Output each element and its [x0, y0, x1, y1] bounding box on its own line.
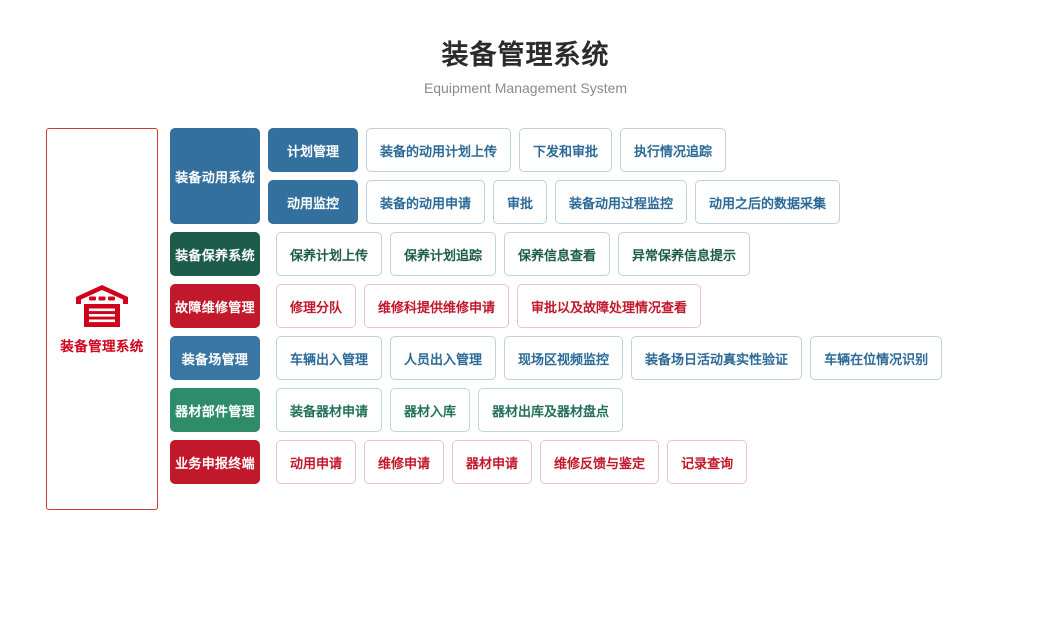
module-cell[interactable]: 车辆在位情况识别 [810, 336, 943, 380]
cell-list: 装备器材申请 器材入库 器材出库及器材盘点 [268, 388, 624, 432]
group-label-equipment-dispatch[interactable]: 装备动用系统 [170, 128, 260, 224]
subrow-fault-repair: 修理分队 维修科提供维修申请 审批以及故障处理情况查看 [268, 284, 702, 328]
module-cell[interactable]: 维修科提供维修申请 [364, 284, 510, 328]
module-cell[interactable]: 现场区视频监控 [504, 336, 624, 380]
module-cell[interactable]: 记录查询 [667, 440, 748, 484]
subrow-plan-management: 计划管理 装备的动用计划上传 下发和审批 执行情况追踪 [268, 128, 840, 172]
module-cell[interactable]: 维修反馈与鉴定 [540, 440, 660, 484]
module-cell[interactable]: 维修申请 [364, 440, 445, 484]
group-rows: 车辆出入管理 人员出入管理 现场区视频监控 装备场日活动真实性验证 车辆在位情况… [268, 336, 943, 380]
module-cell[interactable]: 装备场日活动真实性验证 [631, 336, 803, 380]
group-label-business-declaration-terminal[interactable]: 业务申报终端 [170, 440, 260, 484]
group-parts-management: 器材部件管理 装备器材申请 器材入库 器材出库及器材盘点 [170, 388, 942, 432]
cell-list: 动用申请 维修申请 器材申请 维修反馈与鉴定 记录查询 [268, 440, 748, 484]
module-cell[interactable]: 下发和审批 [519, 128, 613, 172]
cell-list: 保养计划上传 保养计划追踪 保养信息查看 异常保养信息提示 [268, 232, 751, 276]
group-label-equipment-maintenance[interactable]: 装备保养系统 [170, 232, 260, 276]
module-cell[interactable]: 装备动用过程监控 [555, 180, 688, 224]
module-cell[interactable]: 装备的动用申请 [366, 180, 486, 224]
cell-list: 车辆出入管理 人员出入管理 现场区视频监控 装备场日活动真实性验证 车辆在位情况… [268, 336, 943, 380]
cell-list: 修理分队 维修科提供维修申请 审批以及故障处理情况查看 [268, 284, 702, 328]
page-header: 装备管理系统 Equipment Management System [0, 38, 1051, 97]
group-fault-repair: 故障维修管理 修理分队 维修科提供维修申请 审批以及故障处理情况查看 [170, 284, 942, 328]
module-matrix: 装备动用系统 计划管理 装备的动用计划上传 下发和审批 执行情况追踪 动用监控 … [170, 128, 943, 492]
group-equipment-maintenance: 装备保养系统 保养计划上传 保养计划追踪 保养信息查看 异常保养信息提示 [170, 232, 942, 276]
module-cell[interactable]: 装备器材申请 [276, 388, 383, 432]
module-cell[interactable]: 保养信息查看 [504, 232, 611, 276]
module-cell[interactable]: 装备的动用计划上传 [366, 128, 512, 172]
group-rows: 保养计划上传 保养计划追踪 保养信息查看 异常保养信息提示 [268, 232, 751, 276]
group-equipment-yard: 装备场管理 车辆出入管理 人员出入管理 现场区视频监控 装备场日活动真实性验证 … [170, 336, 943, 380]
group-label-fault-repair[interactable]: 故障维修管理 [170, 284, 260, 328]
module-cell[interactable]: 保养计划追踪 [390, 232, 497, 276]
subrow-equipment-yard: 车辆出入管理 人员出入管理 现场区视频监控 装备场日活动真实性验证 车辆在位情况… [268, 336, 943, 380]
group-label-equipment-yard[interactable]: 装备场管理 [170, 336, 260, 380]
module-cell[interactable]: 人员出入管理 [390, 336, 497, 380]
subrow-parts-management: 装备器材申请 器材入库 器材出库及器材盘点 [268, 388, 624, 432]
module-cell[interactable]: 执行情况追踪 [620, 128, 727, 172]
cell-list: 装备的动用计划上传 下发和审批 执行情况追踪 [358, 128, 727, 172]
module-cell[interactable]: 器材入库 [390, 388, 471, 432]
module-cell[interactable]: 修理分队 [276, 284, 357, 328]
module-cell[interactable]: 动用申请 [276, 440, 357, 484]
module-cell[interactable]: 器材出库及器材盘点 [478, 388, 624, 432]
brand-label: 装备管理系统 [60, 339, 144, 354]
group-rows: 装备器材申请 器材入库 器材出库及器材盘点 [268, 388, 624, 432]
group-label-parts-management[interactable]: 器材部件管理 [170, 388, 260, 432]
module-cell[interactable]: 动用之后的数据采集 [695, 180, 841, 224]
group-equipment-dispatch: 装备动用系统 计划管理 装备的动用计划上传 下发和审批 执行情况追踪 动用监控 … [170, 128, 942, 224]
subrow-maintenance: 保养计划上传 保养计划追踪 保养信息查看 异常保养信息提示 [268, 232, 751, 276]
module-cell[interactable]: 审批以及故障处理情况查看 [517, 284, 702, 328]
group-rows: 计划管理 装备的动用计划上传 下发和审批 执行情况追踪 动用监控 装备的动用申请… [268, 128, 841, 224]
group-rows: 修理分队 维修科提供维修申请 审批以及故障处理情况查看 [268, 284, 702, 328]
page-title: 装备管理系统 [441, 40, 610, 70]
module-cell[interactable]: 异常保养信息提示 [618, 232, 751, 276]
subrow-dispatch-monitoring: 动用监控 装备的动用申请 审批 装备动用过程监控 动用之后的数据采集 [268, 180, 841, 224]
page-subtitle: Equipment Management System [423, 80, 628, 96]
warehouse-icon [76, 285, 128, 327]
subrow-business-declaration: 动用申请 维修申请 器材申请 维修反馈与鉴定 记录查询 [268, 440, 748, 484]
module-cell[interactable]: 车辆出入管理 [276, 336, 383, 380]
module-cell[interactable]: 审批 [493, 180, 548, 224]
group-business-declaration-terminal: 业务申报终端 动用申请 维修申请 器材申请 维修反馈与鉴定 记录查询 [170, 440, 942, 484]
module-cell[interactable]: 器材申请 [452, 440, 533, 484]
group-rows: 动用申请 维修申请 器材申请 维修反馈与鉴定 记录查询 [268, 440, 748, 484]
module-cell[interactable]: 保养计划上传 [276, 232, 383, 276]
subgroup-label-dispatch-monitoring[interactable]: 动用监控 [268, 180, 358, 224]
cell-list: 装备的动用申请 审批 装备动用过程监控 动用之后的数据采集 [358, 180, 841, 224]
brand-panel: 装备管理系统 [46, 128, 158, 510]
subgroup-label-plan-management[interactable]: 计划管理 [268, 128, 358, 172]
